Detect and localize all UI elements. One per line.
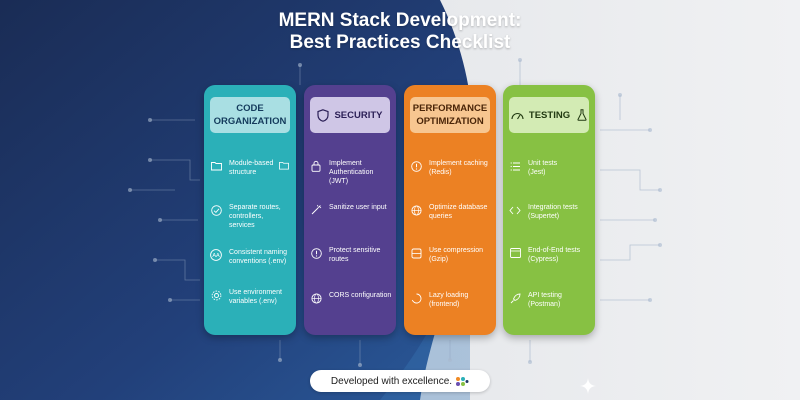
folder-icon (210, 160, 222, 172)
list-item: AA Consistent naming conventions (.env) (210, 248, 296, 266)
card-heading: TESTING (528, 109, 571, 121)
item-text: API testing (Postman) (528, 292, 562, 308)
flask-icon (577, 109, 587, 121)
lock-icon (310, 160, 322, 172)
item-text: Use environment variables (.env) (229, 289, 282, 305)
item-text: Implement caching (Redis) (429, 160, 488, 176)
list-item: Unit tests (Jest) (509, 159, 595, 177)
footer-label: Developed with excellence. (330, 375, 453, 387)
card-heading-box: CODE ORGANIZATION (210, 97, 290, 133)
code-icon (509, 204, 521, 216)
gear-icon (210, 289, 222, 301)
card-performance-optimization: PERFORMANCE OPTIMIZATION Implement cachi… (404, 85, 496, 335)
item-text: Consistent naming conventions (.env) (229, 249, 287, 265)
card-code-organization: CODE ORGANIZATION Module-based structure… (204, 85, 296, 335)
alert-circle-icon (310, 247, 322, 259)
alert-circle-icon (410, 160, 422, 172)
window-icon (509, 247, 521, 259)
item-text: Optimize database queries (429, 204, 488, 220)
card-heading: CODE ORGANIZATION (213, 103, 287, 127)
list-item: Use compression (Gzip) (410, 246, 496, 264)
list-item: CORS configuration (310, 291, 396, 304)
title-line-2: Best Practices Checklist (289, 32, 511, 53)
title-line-1: MERN Stack Development: (278, 10, 522, 31)
gauge-icon (511, 111, 524, 120)
text-aa-icon: AA (210, 249, 222, 261)
list-item: End-of-End tests (Cypress) (509, 246, 595, 264)
dots-logo-icon (455, 376, 469, 386)
rocket-icon (509, 292, 521, 304)
sparkle-icon (580, 378, 596, 394)
card-heading-box: SECURITY (310, 97, 390, 133)
item-text: Separate routes, controllers, services (229, 204, 281, 229)
card-heading-box: PERFORMANCE OPTIMIZATION (410, 97, 490, 133)
item-text: End-of-End tests (Cypress) (528, 247, 581, 263)
item-text: Integration tests (Supertet) (528, 204, 578, 220)
list-item: Implement caching (Redis) (410, 159, 496, 177)
globe-icon (410, 204, 422, 216)
list-item: Optimize database queries (410, 203, 496, 221)
shield-icon (317, 108, 330, 122)
sanitize-icon (310, 204, 322, 216)
list-item: Separate routes, controllers, services (210, 203, 296, 230)
list-item: API testing (Postman) (509, 291, 595, 309)
list-item: Lazy loading (frontend) (410, 291, 496, 309)
folder-icon (279, 161, 290, 173)
footer-badge: Developed with excellence. (310, 370, 490, 392)
list-item: Implement Authentication (JWT) (310, 159, 396, 186)
item-text: CORS configuration (329, 292, 392, 299)
compress-icon (410, 247, 422, 259)
page-title: MERN Stack Development: Best Practices C… (200, 10, 600, 54)
list-icon (509, 160, 521, 172)
list-item: Module-based structure (210, 159, 296, 177)
list-item: Protect sensitive routes (310, 246, 396, 264)
item-text: Module-based structure (229, 160, 274, 176)
item-text: Protect sensitive routes (329, 247, 381, 263)
list-item: Use environment variables (.env) (210, 288, 296, 306)
list-item: Sanitize user input (310, 203, 396, 216)
check-circle-icon (210, 204, 222, 216)
svg-text:AA: AA (212, 253, 220, 259)
card-security: SECURITY Implement Authentication (JWT) … (304, 85, 396, 335)
list-item: Integration tests (Supertet) (509, 203, 595, 221)
card-testing: TESTING Unit tests (Jest) Integration te… (503, 85, 595, 335)
card-heading: PERFORMANCE OPTIMIZATION (412, 103, 488, 127)
item-text: Sanitize user input (329, 204, 387, 211)
spinner-icon (410, 292, 422, 304)
card-heading-box: TESTING (509, 97, 589, 133)
item-text: Lazy loading (frontend) (429, 292, 469, 308)
item-text: Implement Authentication (JWT) (329, 160, 374, 185)
item-text: Use compression (Gzip) (429, 247, 484, 263)
item-text: Unit tests (Jest) (528, 160, 558, 176)
card-heading: SECURITY (334, 109, 383, 121)
globe-icon (310, 292, 322, 304)
